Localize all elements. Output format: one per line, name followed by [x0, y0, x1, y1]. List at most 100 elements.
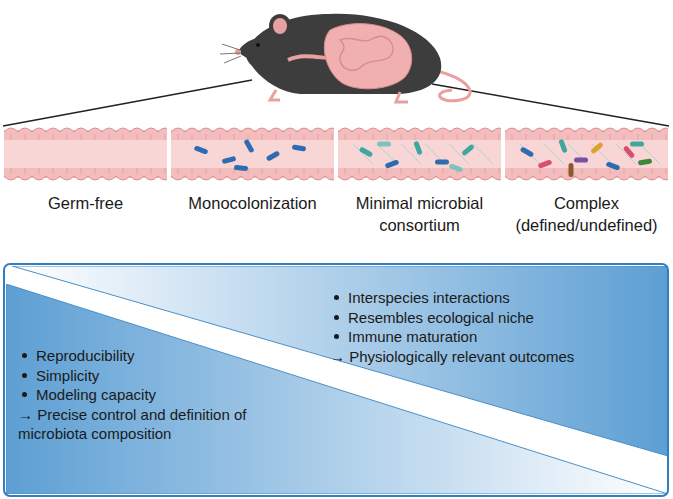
bullet-text: Simplicity	[36, 366, 99, 386]
bacterium	[377, 142, 391, 147]
mouse-body	[246, 14, 441, 94]
villus	[575, 176, 589, 180]
list-row: → Precise control and definition of micr…	[18, 405, 293, 444]
villus	[102, 128, 116, 132]
mouse-eye	[256, 43, 260, 47]
bacterium	[558, 139, 567, 154]
villus	[380, 176, 394, 180]
bacterium	[538, 159, 553, 168]
villus	[171, 128, 185, 132]
villus	[199, 128, 213, 132]
villus	[297, 128, 311, 132]
villus	[352, 176, 366, 180]
villus	[352, 128, 366, 132]
villus	[74, 176, 88, 180]
villus	[464, 128, 478, 132]
villus	[32, 176, 46, 180]
bullet-dot	[334, 295, 339, 300]
mouse-head	[238, 37, 284, 65]
villus	[283, 128, 297, 132]
bacterium	[222, 156, 237, 164]
triangle-fill	[6, 284, 668, 494]
intestine-wall	[4, 130, 167, 178]
villus	[645, 128, 659, 132]
bullet-text: Immune maturation	[348, 327, 477, 347]
bullet-dot	[22, 373, 27, 378]
villus	[241, 176, 255, 180]
bullet-dot	[334, 315, 339, 320]
bacterium	[606, 161, 621, 170]
gut-condition: Germ-free	[4, 126, 167, 246]
bullet-text: Interspecies interactions	[348, 288, 510, 308]
villus	[436, 176, 450, 180]
villus	[603, 128, 617, 132]
intestine-segment	[505, 126, 668, 182]
condition-label: Minimal microbial consortium	[338, 192, 501, 236]
bacterium	[243, 139, 254, 154]
conclusion-text: → Physiologically relevant outcomes	[330, 347, 574, 367]
villus	[478, 128, 492, 132]
bullet-dot	[22, 353, 27, 358]
mouse-ear-inner	[273, 18, 287, 34]
zoom-line	[432, 84, 669, 126]
villus	[589, 176, 603, 180]
panel-border	[4, 264, 668, 496]
villus	[185, 128, 199, 132]
villus	[338, 176, 352, 180]
bacterium	[449, 163, 464, 172]
bacterium	[292, 144, 307, 151]
bullet-text: Reproducibility	[36, 346, 134, 366]
mouse-ear	[269, 14, 291, 38]
villus	[464, 176, 478, 180]
gut-condition: Monocolonization	[171, 126, 334, 246]
bacterium	[266, 150, 281, 161]
villus	[213, 176, 227, 180]
villus	[269, 176, 283, 180]
bacterium	[574, 158, 588, 163]
villus	[241, 128, 255, 132]
villus	[311, 128, 325, 132]
intestine-lumen	[4, 140, 167, 168]
intestine-wall	[338, 130, 501, 178]
bacterium	[461, 144, 475, 157]
villus	[130, 128, 144, 132]
bacterium	[435, 160, 449, 165]
villus	[478, 176, 492, 180]
bacterium	[413, 141, 422, 156]
intestine-lumen	[171, 140, 334, 168]
villus	[199, 176, 213, 180]
list-row: Resembles ecological niche	[330, 308, 660, 328]
bullet-text: Resembles ecological niche	[348, 308, 534, 328]
villus	[338, 128, 352, 132]
villus	[659, 128, 668, 132]
property-panel: ReproducibilitySimplicityModeling capaci…	[6, 284, 668, 494]
intestine-lumen	[338, 140, 501, 168]
villus	[617, 128, 631, 132]
villus	[213, 128, 227, 132]
villus	[380, 128, 394, 132]
villus	[394, 128, 408, 132]
villus	[32, 128, 46, 132]
villus	[366, 176, 380, 180]
villus	[18, 176, 32, 180]
villus	[46, 128, 60, 132]
villus	[144, 176, 158, 180]
bullet-text: Modeling capacity	[36, 385, 156, 405]
villus	[450, 128, 464, 132]
list-row: Reproducibility	[18, 346, 293, 366]
villus	[255, 176, 269, 180]
villus	[116, 128, 130, 132]
intestine-segment	[4, 126, 167, 182]
villus	[60, 128, 74, 132]
villus	[130, 176, 144, 180]
condition-label: Complex (defined/undefined)	[505, 192, 668, 236]
villus	[436, 128, 450, 132]
villus	[422, 176, 436, 180]
list-row: Simplicity	[18, 366, 293, 386]
intestine-wall	[171, 130, 334, 178]
bacterium	[234, 165, 248, 171]
list-row: Immune maturation	[330, 327, 660, 347]
villus	[255, 128, 269, 132]
villus	[519, 176, 533, 180]
